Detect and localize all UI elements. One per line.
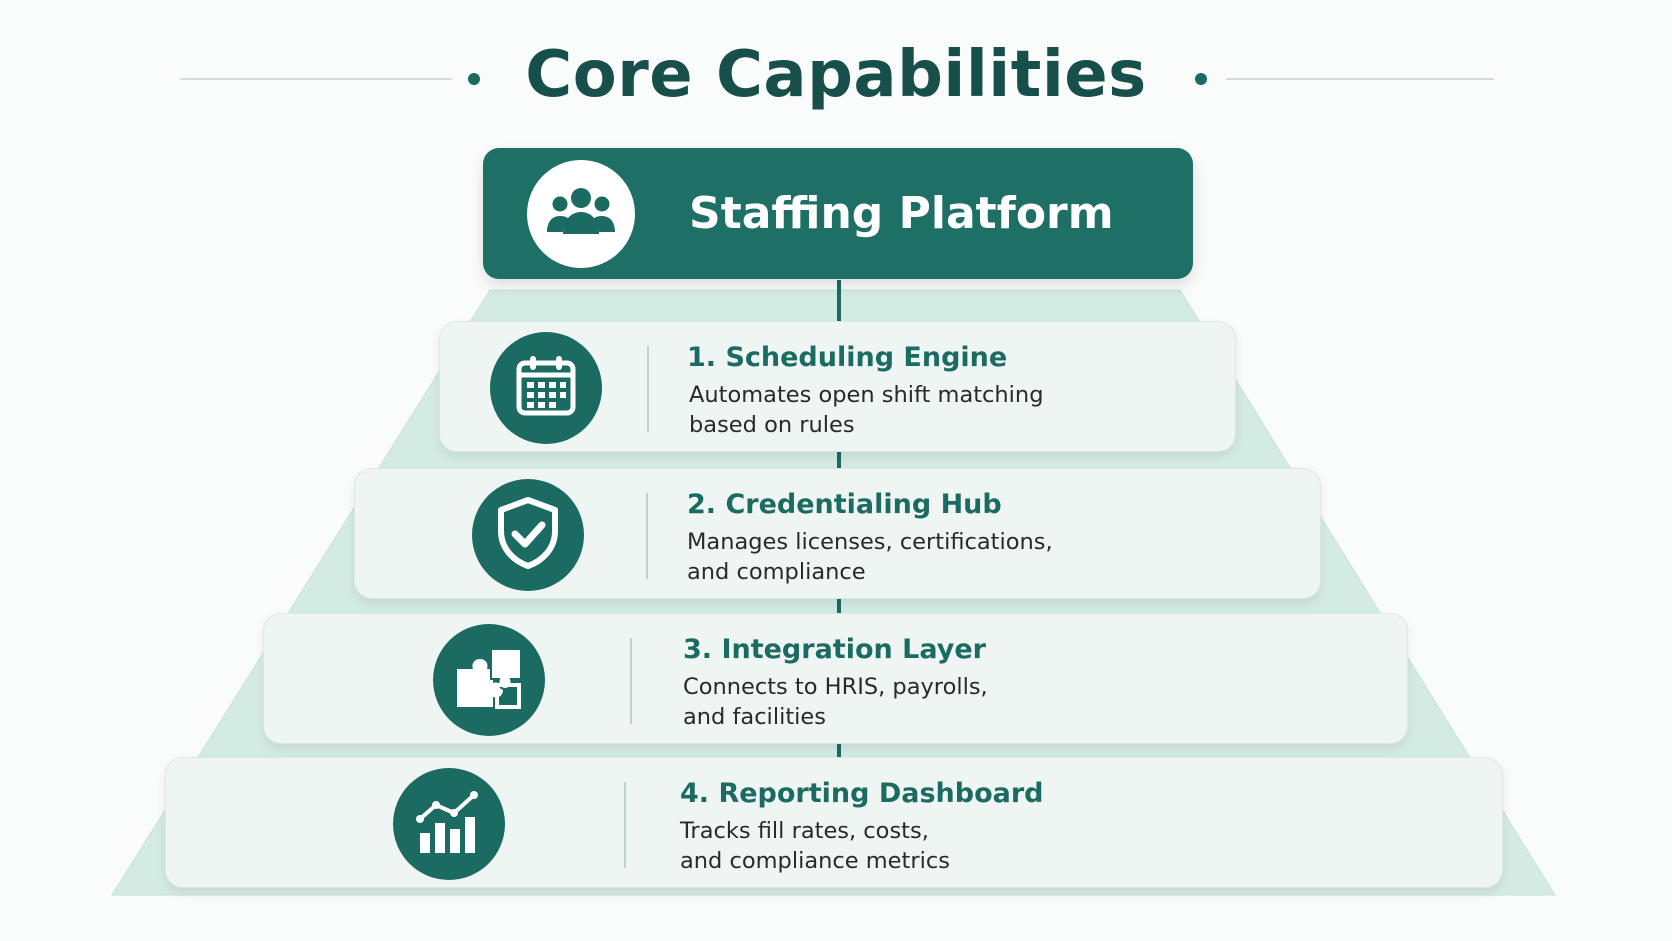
tier-icon-badge	[472, 479, 584, 591]
tier-title: 1. Scheduling Engine	[687, 342, 1008, 373]
tier-divider	[624, 782, 626, 868]
tier-description: Connects to HRIS, payrolls, and faciliti…	[683, 672, 988, 732]
tier-description-line: and compliance	[687, 559, 866, 585]
tier-description: Manages licenses, certifications, and co…	[687, 527, 1053, 587]
tier-icon-badge	[490, 332, 602, 444]
tier-icon-badge	[433, 624, 545, 736]
tier-description-line: Automates open shift matching	[689, 382, 1044, 408]
tier-icon-badge	[393, 768, 505, 880]
people-group-icon	[546, 184, 616, 244]
tier-integration-layer: 3. Integration Layer Connects to HRIS, p…	[263, 613, 1408, 744]
tier-title: 3. Integration Layer	[683, 634, 986, 665]
calendar-icon	[513, 353, 579, 423]
platform-card: Staffing Platform	[483, 148, 1193, 279]
title-dot-left	[468, 73, 480, 85]
tier-divider	[647, 346, 649, 432]
bar-chart-trend-icon	[414, 789, 484, 859]
tier-description-line: Connects to HRIS, payrolls,	[683, 674, 988, 700]
platform-label: Staffing Platform	[689, 188, 1114, 239]
tier-description: Automates open shift matching based on r…	[689, 380, 1043, 440]
tier-description-line: Manages licenses, certifications,	[687, 529, 1053, 555]
tier-divider	[646, 493, 648, 579]
title-rule-left	[180, 78, 452, 80]
title-dot-right	[1195, 73, 1207, 85]
tier-divider	[630, 638, 632, 724]
title-row: Core Capabilities	[0, 0, 1672, 150]
tier-title: 2. Credentialing Hub	[687, 489, 1002, 520]
tier-scheduling-engine: 1. Scheduling Engine Automates open shif…	[439, 321, 1236, 452]
tier-title: 4. Reporting Dashboard	[680, 778, 1044, 809]
tier-description-line: and facilities	[683, 704, 826, 730]
tier-description-line: based on rules	[689, 412, 855, 438]
platform-icon-badge	[527, 160, 635, 268]
tier-reporting-dashboard: 4. Reporting Dashboard Tracks fill rates…	[165, 757, 1503, 888]
tier-description: Tracks fill rates, costs, and compliance…	[680, 816, 950, 876]
shield-check-icon	[495, 497, 561, 573]
tier-description-line: and compliance metrics	[680, 848, 950, 874]
page-title: Core Capabilities	[525, 38, 1147, 112]
title-rule-right	[1226, 78, 1494, 80]
tier-description-line: Tracks fill rates, costs,	[680, 818, 929, 844]
puzzle-icon	[453, 645, 525, 715]
tier-credentialing-hub: 2. Credentialing Hub Manages licenses, c…	[354, 468, 1321, 599]
